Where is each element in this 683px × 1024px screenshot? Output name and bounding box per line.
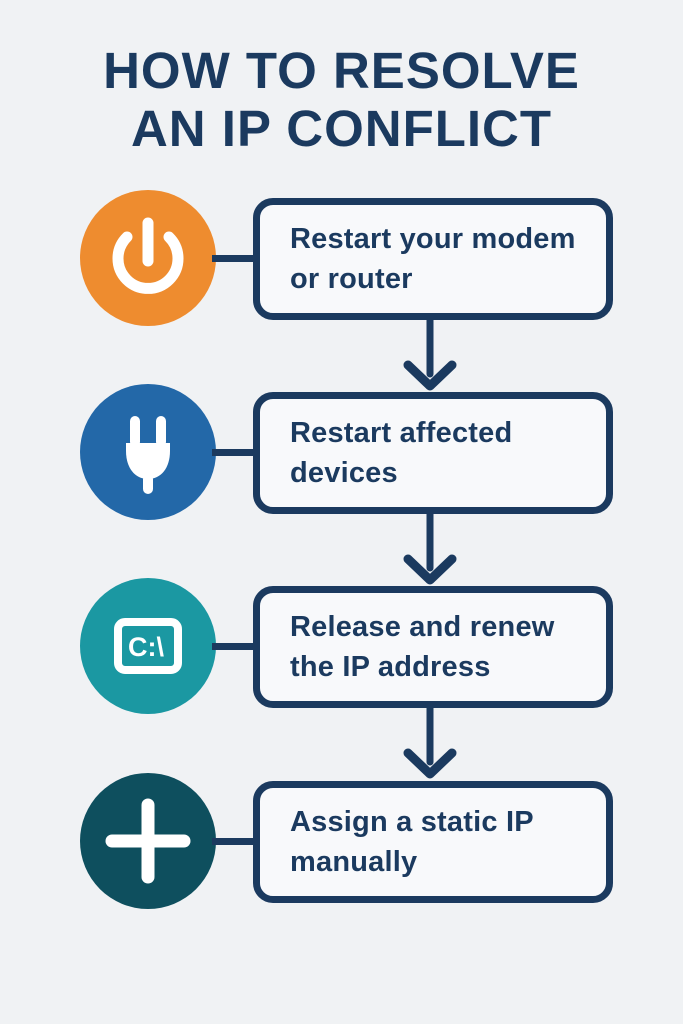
plus-icon: [105, 798, 191, 884]
command-prompt-icon: C:\: [114, 618, 182, 674]
step-1-box: Restart your modem or router: [253, 198, 613, 320]
connector-line: [212, 643, 260, 650]
step-3-circle: [80, 578, 216, 714]
step-row-3: C:\ Release and renew the IP address: [0, 578, 683, 714]
step-4-text-line-2: manually: [290, 846, 418, 878]
step-2-text-line-2: devices: [290, 457, 398, 489]
down-arrow-icon: [403, 708, 457, 779]
step-4-box: Assign a static IP manually: [253, 781, 613, 903]
step-row-2: Restart affected devices: [0, 384, 683, 520]
connector-line: [212, 838, 260, 845]
connector-line: [212, 449, 260, 456]
step-1-badge: [80, 190, 216, 326]
step-4-text-line-1: Assign a static IP: [290, 806, 534, 838]
step-2-badge: [80, 384, 216, 520]
step-3-badge: C:\: [80, 578, 216, 714]
step-3-box: Release and renew the IP address: [253, 586, 613, 708]
down-arrow-icon: [403, 320, 457, 391]
page-title: HOW TO RESOLVE AN IP CONFLICT: [0, 42, 683, 158]
down-arrow-icon: [403, 514, 457, 585]
command-prompt-label: C:\: [128, 632, 164, 662]
step-3-text-line-2: the IP address: [290, 651, 491, 683]
step-3-text-line-1: Release and renew: [290, 611, 555, 643]
step-4-badge: [80, 773, 216, 909]
title-line-1: HOW TO RESOLVE: [103, 42, 580, 99]
connector-line: [212, 255, 260, 262]
power-icon: [112, 217, 184, 294]
step-2-text-line-1: Restart affected: [290, 417, 513, 449]
step-row-1: Restart your modem or router: [0, 190, 683, 326]
step-1-text-line-1: Restart your modem: [290, 223, 576, 255]
title-line-2: AN IP CONFLICT: [130, 100, 553, 157]
step-1-text-line-2: or router: [290, 263, 413, 295]
step-2-box: Restart affected devices: [253, 392, 613, 514]
step-row-4: Assign a static IP manually: [0, 773, 683, 909]
plug-icon: [126, 416, 170, 494]
